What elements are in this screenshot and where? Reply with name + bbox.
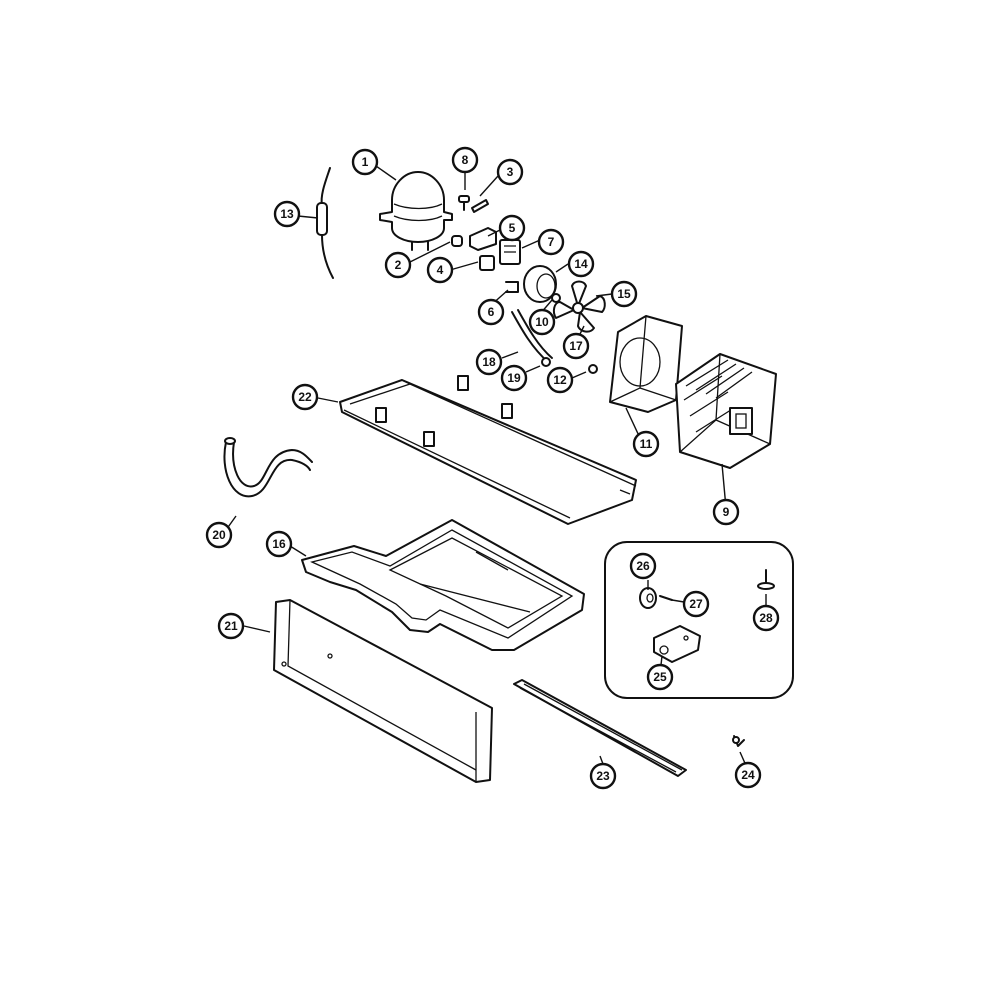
callout-20-label: 20 bbox=[212, 528, 226, 542]
callout-12-label: 12 bbox=[553, 373, 567, 387]
callout-18: 18 bbox=[475, 348, 503, 376]
callout-12: 12 bbox=[546, 366, 574, 394]
callout-28-label: 28 bbox=[759, 611, 773, 625]
callout-3: 3 bbox=[496, 158, 524, 186]
part-23-kick-plate bbox=[513, 679, 687, 777]
callout-16-label: 16 bbox=[272, 537, 286, 551]
callout-4: 4 bbox=[426, 256, 454, 284]
callout-10-label: 10 bbox=[535, 315, 549, 329]
part-28-leveler bbox=[757, 569, 775, 590]
part-12-nut bbox=[588, 364, 598, 374]
callout-1-label: 1 bbox=[362, 155, 369, 169]
part-6-clip bbox=[505, 281, 519, 293]
callout-23: 23 bbox=[589, 762, 617, 790]
callout-18-label: 18 bbox=[482, 355, 496, 369]
callout-13-label: 13 bbox=[280, 207, 294, 221]
part-25-thermostat bbox=[653, 625, 701, 663]
callout-15-label: 15 bbox=[617, 287, 631, 301]
part-8-screw bbox=[458, 195, 470, 211]
callout-15: 15 bbox=[610, 280, 638, 308]
callout-19: 19 bbox=[500, 364, 528, 392]
callout-5-label: 5 bbox=[509, 221, 516, 235]
callout-9-label: 9 bbox=[723, 505, 730, 519]
callout-14-label: 14 bbox=[574, 257, 588, 271]
part-15-fan-blade bbox=[552, 280, 606, 333]
callout-21-label: 21 bbox=[224, 619, 238, 633]
callout-22-label: 22 bbox=[298, 390, 312, 404]
callout-17-label: 17 bbox=[569, 339, 583, 353]
callout-5: 5 bbox=[498, 214, 526, 242]
callout-1: 1 bbox=[351, 148, 379, 176]
callout-6: 6 bbox=[477, 298, 505, 326]
part-9-condenser bbox=[675, 353, 777, 469]
part-5-overload bbox=[469, 227, 497, 251]
callout-17: 17 bbox=[562, 332, 590, 360]
callout-9: 9 bbox=[712, 498, 740, 526]
part-13-drier bbox=[316, 167, 334, 279]
callout-25: 25 bbox=[646, 663, 674, 691]
callout-27-label: 27 bbox=[689, 597, 703, 611]
callout-20: 20 bbox=[205, 521, 233, 549]
callout-11: 11 bbox=[632, 430, 660, 458]
part-26-knob bbox=[639, 587, 657, 609]
part-22-base-rail bbox=[339, 375, 637, 525]
part-7-start-device bbox=[499, 239, 521, 265]
part-27-screw bbox=[659, 595, 673, 601]
callout-22: 22 bbox=[291, 383, 319, 411]
callout-10: 10 bbox=[528, 308, 556, 336]
part-4-relay bbox=[479, 255, 495, 271]
callout-8-label: 8 bbox=[462, 153, 469, 167]
callout-11-label: 11 bbox=[640, 437, 653, 451]
callout-3-label: 3 bbox=[507, 165, 514, 179]
callout-21: 21 bbox=[217, 612, 245, 640]
callout-6-label: 6 bbox=[488, 305, 495, 319]
callout-27: 27 bbox=[682, 590, 710, 618]
callout-2-label: 2 bbox=[395, 258, 402, 272]
callout-7: 7 bbox=[537, 228, 565, 256]
callout-14: 14 bbox=[567, 250, 595, 278]
callout-8: 8 bbox=[451, 146, 479, 174]
callout-28: 28 bbox=[752, 604, 780, 632]
callout-24-label: 24 bbox=[741, 768, 755, 782]
callout-24: 24 bbox=[734, 761, 762, 789]
callout-26-label: 26 bbox=[636, 559, 650, 573]
part-16-drain-pan bbox=[301, 519, 585, 651]
part-24-clip bbox=[732, 735, 745, 747]
callout-25-label: 25 bbox=[653, 670, 667, 684]
part-2-grommet bbox=[451, 235, 463, 247]
part-20-drain-hose bbox=[223, 437, 313, 498]
part-14-fan-motor bbox=[523, 265, 557, 303]
part-19-nut bbox=[541, 357, 551, 367]
callout-26: 26 bbox=[629, 552, 657, 580]
part-3-clip bbox=[471, 199, 489, 213]
callout-16: 16 bbox=[265, 530, 293, 558]
callout-13: 13 bbox=[273, 200, 301, 228]
part-10-nut bbox=[551, 293, 561, 303]
part-21-front-panel bbox=[273, 599, 493, 783]
callout-4-label: 4 bbox=[437, 263, 444, 277]
part-11-fan-shroud bbox=[609, 315, 683, 413]
callout-23-label: 23 bbox=[596, 769, 610, 783]
part-1-compressor bbox=[379, 171, 453, 251]
callout-19-label: 19 bbox=[507, 371, 521, 385]
inset-box bbox=[604, 541, 794, 699]
callout-7-label: 7 bbox=[548, 235, 555, 249]
callout-2: 2 bbox=[384, 251, 412, 279]
